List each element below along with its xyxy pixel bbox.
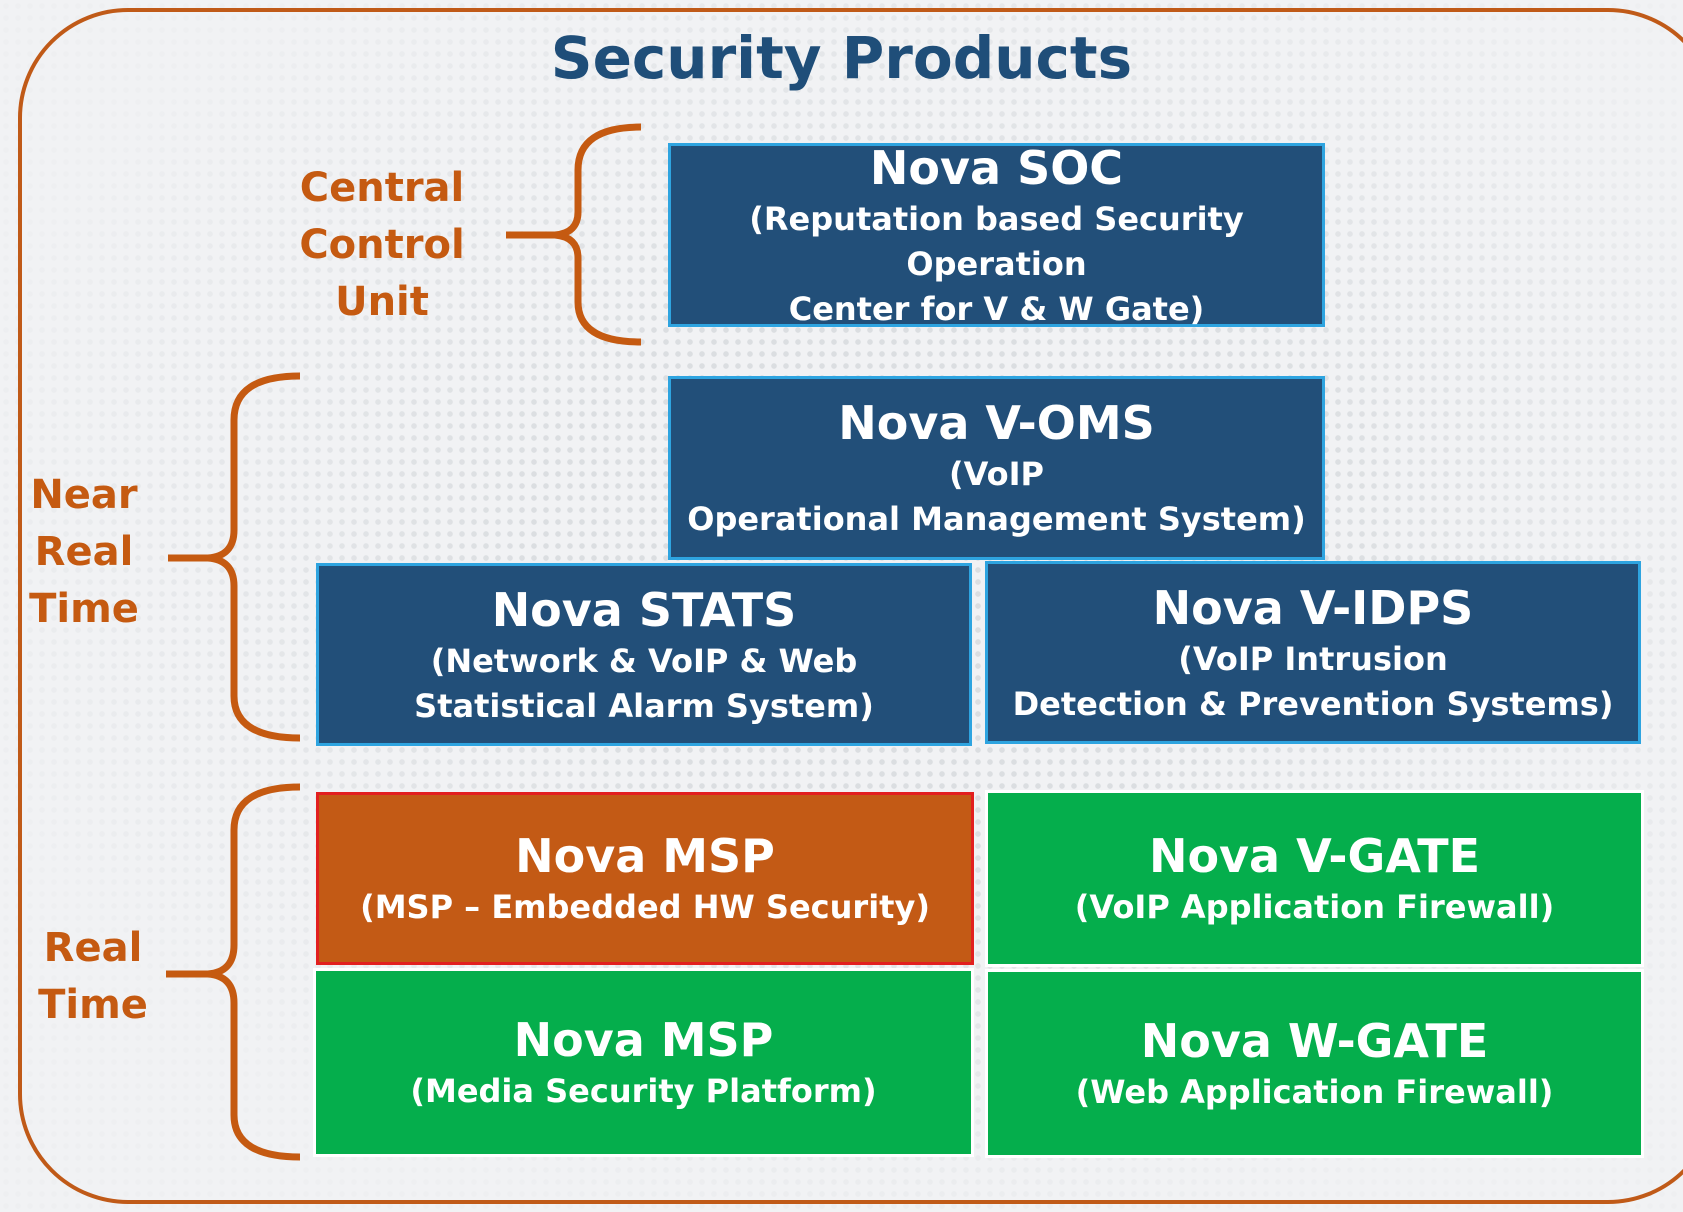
product-name: Nova V-GATE (1148, 829, 1481, 883)
label-line: Time (38, 982, 148, 1028)
product-name: Nova V-IDPS (1152, 580, 1474, 635)
product-name: Nova V-OMS (838, 396, 1155, 450)
product-name: Nova SOC (869, 140, 1124, 195)
description-line: (VoIP Intrusion (1178, 639, 1448, 678)
description-line: (Network & VoIP & Web (430, 641, 858, 680)
description-line: (Media Security Platform) (410, 1072, 877, 1110)
product-description: (Media Security Platform) (410, 1069, 876, 1114)
product-description: (VoIP Operational Management System) (687, 452, 1306, 542)
description-line: Detection & Prevention Systems) (1012, 684, 1614, 723)
product-description: (Web Application Firewall) (1076, 1070, 1554, 1115)
product-description: (Reputation based Security Operation Cen… (671, 197, 1322, 332)
description-line: (Reputation based Security Operation (749, 199, 1244, 283)
description-line: Operational Management System) (687, 500, 1306, 538)
label-real-time: Real Time (30, 920, 156, 1034)
product-name: Nova W-GATE (1140, 1014, 1489, 1068)
product-nova-stats: Nova STATS (Network & VoIP & Web Statist… (316, 563, 972, 746)
product-nova-msp-hw: Nova MSP (MSP – Embedded HW Security) (316, 792, 974, 965)
brace-real-time (166, 783, 301, 1161)
description-line: (Web Application Firewall) (1075, 1073, 1554, 1111)
product-description: (VoIP Intrusion Detection & Prevention S… (1013, 637, 1614, 727)
description-line: Statistical Alarm System) (414, 686, 874, 725)
page-title: Security Products (550, 24, 1133, 92)
product-nova-soc: Nova SOC (Reputation based Security Oper… (668, 141, 1325, 328)
product-name: Nova MSP (515, 829, 775, 883)
label-line: Real (43, 925, 143, 971)
description-line: (MSP – Embedded HW Security) (360, 888, 930, 926)
label-central-control-unit: Central Control Unit (282, 160, 482, 331)
label-line: Time (29, 586, 139, 632)
brace-central-control-unit (506, 123, 642, 346)
product-nova-w-gate: Nova W-GATE (Web Application Firewall) (985, 969, 1644, 1158)
product-nova-v-oms: Nova V-OMS (VoIP Operational Management … (668, 376, 1325, 560)
product-nova-v-idps: Nova V-IDPS (VoIP Intrusion Detection & … (985, 561, 1641, 744)
label-line: Central (299, 165, 465, 211)
label-line: Real (34, 529, 134, 575)
label-line: Control (299, 222, 465, 268)
product-name: Nova STATS (491, 582, 797, 637)
product-nova-v-gate: Nova V-GATE (VoIP Application Firewall) (985, 790, 1644, 967)
description-line: Center for V & W Gate) (788, 289, 1205, 328)
description-line: (VoIP (949, 455, 1044, 493)
product-name: Nova MSP (513, 1013, 774, 1067)
product-description: (MSP – Embedded HW Security) (360, 885, 930, 930)
description-line: (VoIP Application Firewall) (1074, 888, 1555, 926)
label-line: Unit (335, 279, 429, 325)
product-description: (Network & VoIP & Web Statistical Alarm … (414, 639, 874, 729)
product-nova-msp-media: Nova MSP (Media Security Platform) (313, 968, 974, 1157)
label-line: Near (30, 472, 138, 518)
outer-frame (18, 8, 1683, 1204)
label-near-real-time: Near Real Time (24, 467, 144, 638)
product-description: (VoIP Application Firewall) (1075, 885, 1554, 930)
brace-near-real-time (168, 372, 301, 742)
